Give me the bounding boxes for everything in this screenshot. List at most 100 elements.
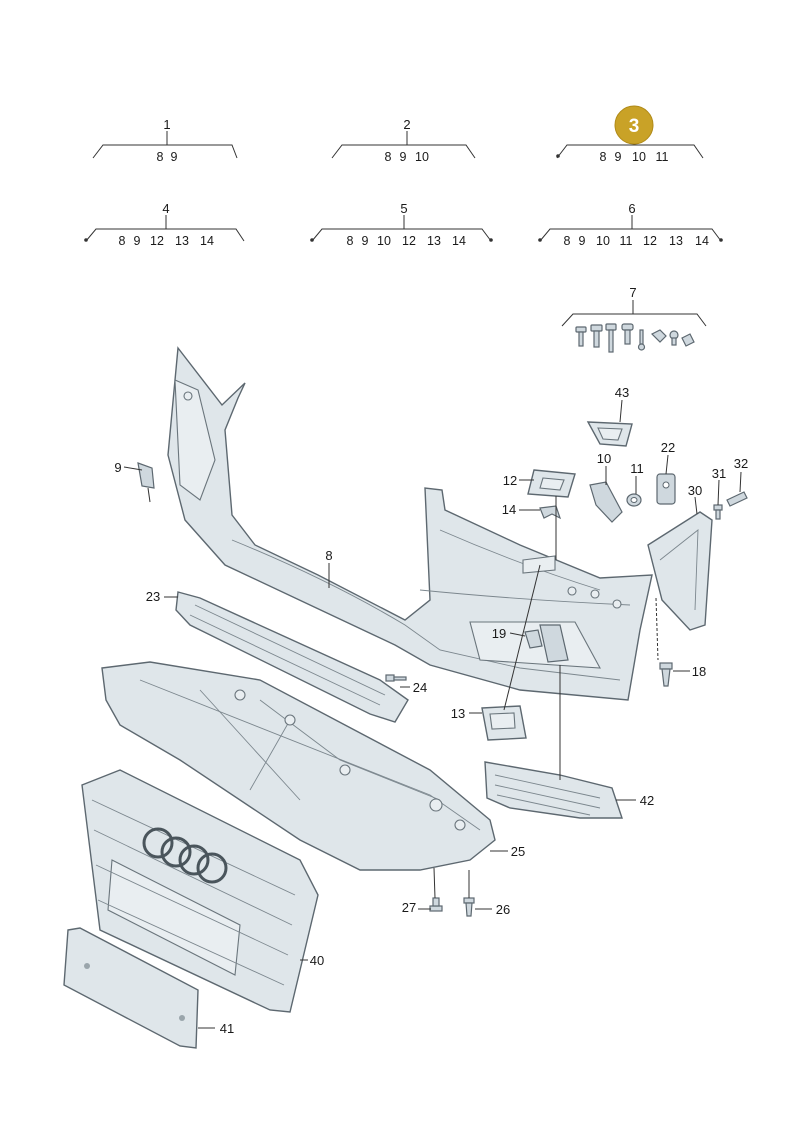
group-3-highlight-badge[interactable]: [614, 105, 654, 145]
callout-14[interactable]: 14: [502, 502, 516, 517]
screw-shaft: [432, 897, 440, 907]
undertray-mount: [429, 798, 443, 812]
callout-26[interactable]: 26: [496, 902, 510, 917]
callout-10[interactable]: 10: [597, 451, 611, 466]
bumper-side-cutout: [174, 379, 216, 501]
air-guide-rib: [189, 614, 381, 706]
group-6-marker: [719, 238, 723, 242]
washer-part-11[interactable]: [626, 493, 642, 507]
leader-9: [123, 466, 143, 471]
callout-11[interactable]: 11: [630, 461, 644, 476]
screw-head: [463, 897, 475, 904]
group-6-marker: [538, 238, 542, 242]
callout-30[interactable]: 30: [688, 483, 702, 498]
screw-part-26[interactable]: [463, 897, 475, 917]
callout-8[interactable]: 8: [325, 548, 332, 563]
callout-24[interactable]: 24: [413, 680, 427, 695]
callout-31[interactable]: 31: [712, 466, 726, 481]
trim-ring-inner: [597, 427, 623, 441]
tow-hook-opening: [522, 555, 556, 574]
callout-22[interactable]: 22: [661, 440, 675, 455]
screw-icon: [621, 323, 634, 345]
group-5-item: 13: [427, 234, 441, 248]
callout-32[interactable]: 32: [734, 456, 748, 471]
fastener-set-7[interactable]: 7: [561, 285, 707, 353]
clip-body: [661, 668, 671, 687]
screw-part-24[interactable]: [385, 674, 407, 682]
callout-9[interactable]: 9: [114, 460, 121, 475]
group-4-item: 13: [175, 234, 189, 248]
group-6[interactable]: 6 8 9 10 11 12 13 14: [538, 201, 723, 248]
side-bracket-shape: [647, 511, 713, 631]
group-5-label: 5: [400, 201, 407, 216]
tow-cover-13[interactable]: [481, 705, 527, 741]
logo-ring: [160, 836, 192, 868]
group-4[interactable]: 4 8 9 12 13 14: [84, 201, 245, 248]
fastener-set-label: 7: [629, 285, 636, 300]
callout-18[interactable]: 18: [692, 664, 706, 679]
group-6-item: 12: [643, 234, 657, 248]
bumper-cover-crease: [439, 529, 601, 591]
bracket-part-19[interactable]: [524, 624, 569, 663]
group-3-marker: [556, 154, 560, 158]
callout-42[interactable]: 42: [640, 793, 654, 808]
nut-icon: [650, 329, 667, 343]
plate-holder-shape: [63, 927, 199, 1049]
cap-part-9[interactable]: [137, 462, 155, 503]
callout-12[interactable]: 12: [503, 473, 517, 488]
callout-23[interactable]: 23: [146, 589, 160, 604]
screw-part-31[interactable]: [713, 504, 723, 520]
latch-part-22[interactable]: [656, 473, 676, 505]
callout-27[interactable]: 27: [402, 900, 416, 915]
group-5[interactable]: 5 8 9 10 12 13 14: [310, 201, 493, 248]
logo-ring: [178, 844, 210, 876]
fog-grille-42[interactable]: [484, 761, 623, 819]
clip-icon: [637, 329, 646, 351]
side-bracket-30[interactable]: [647, 511, 713, 631]
clip-part-18[interactable]: [659, 662, 673, 687]
group-4-item: 12: [150, 234, 164, 248]
bolt-icon: [605, 323, 617, 353]
group-2[interactable]: 2 8 9 10: [331, 117, 476, 164]
latch-hole: [662, 481, 670, 489]
group-1[interactable]: 1 8 9: [92, 117, 238, 164]
air-guide-23[interactable]: [175, 591, 409, 723]
screw-part-27[interactable]: [429, 897, 443, 912]
radiator-grille-40[interactable]: [81, 769, 319, 1013]
group-5-item: 14: [452, 234, 466, 248]
group-3[interactable]: 3 8 9 10 11: [556, 105, 704, 164]
screw-shaft: [465, 902, 473, 917]
group-4-item: 9: [134, 234, 141, 248]
callout-25[interactable]: 25: [511, 844, 525, 859]
bumper-cover-crease: [419, 589, 631, 606]
sensor-hole: [590, 589, 600, 599]
leader-18-to-bumper: [655, 597, 659, 661]
radiator-grille-frame: [81, 769, 319, 1013]
callout-41[interactable]: 41: [220, 1021, 234, 1036]
callout-40[interactable]: 40: [310, 953, 324, 968]
plate-hole: [179, 1015, 185, 1021]
group-2-bracket: [331, 144, 476, 159]
bracket-part-10[interactable]: [589, 481, 623, 523]
undertray-mount: [339, 764, 351, 776]
bumper-cover-lower-edge: [231, 539, 621, 681]
group-1-item: 8: [157, 150, 164, 164]
logo-ring: [196, 852, 228, 884]
group-5-marker: [310, 238, 314, 242]
tow-hook-cover-12[interactable]: [527, 469, 576, 498]
undertray-mount: [284, 714, 296, 726]
plate-holder-41[interactable]: [63, 927, 199, 1049]
clip-shape: [539, 505, 562, 520]
undertray-25[interactable]: [101, 661, 496, 871]
clip-part-14[interactable]: [539, 505, 562, 520]
group-2-item: 9: [400, 150, 407, 164]
callout-43[interactable]: 43: [615, 385, 629, 400]
trim-ring-43[interactable]: [586, 421, 633, 447]
fog-grille-slats: [494, 774, 601, 816]
group-5-item: 12: [402, 234, 416, 248]
group-6-bracket: [539, 228, 722, 242]
callout-13[interactable]: 13: [451, 706, 465, 721]
screw-part-32[interactable]: [726, 491, 748, 507]
callout-19[interactable]: 19: [492, 626, 506, 641]
